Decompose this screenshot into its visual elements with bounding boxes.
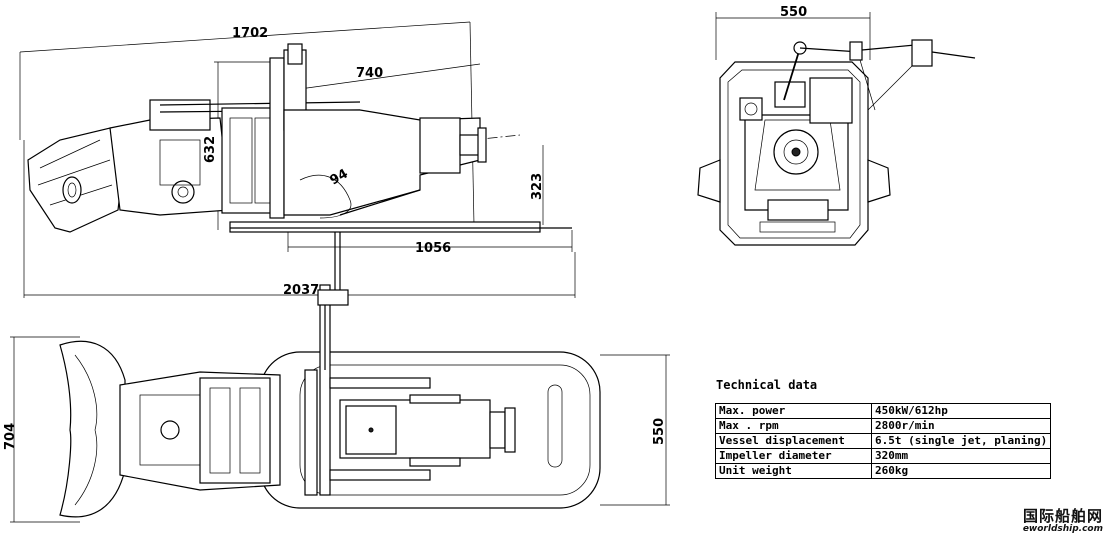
technical-data-title: Technical data [716, 378, 818, 392]
watermark-logo: 国际船舶网 eworldship.com [980, 508, 1103, 534]
table-row: Max. power 450kW/612hp [715, 403, 1052, 419]
table-row: Max . rpm 2800r/min [715, 418, 1052, 434]
dim-323: 323 [530, 173, 545, 200]
watermark-en: eworldship.com [1022, 524, 1103, 534]
dim-632: 632 [203, 136, 218, 163]
spec-value: 6.5t (single jet, planing) [870, 433, 1052, 449]
spec-label: Unit weight [715, 463, 872, 479]
table-row: Vessel displacement 6.5t (single jet, pl… [715, 433, 1052, 449]
spec-label: Max . rpm [715, 418, 872, 434]
dim-1056: 1056 [415, 241, 451, 256]
spec-value: 2800r/min [870, 418, 1052, 434]
technical-data-table: Max. power 450kW/612hp Max . rpm 2800r/m… [715, 403, 1052, 479]
table-row: Unit weight 260kg [715, 463, 1052, 479]
watermark-cn: 国际船舶网 [1022, 507, 1103, 525]
dim-740: 740 [356, 66, 383, 81]
front-view [697, 12, 976, 246]
spec-value: 260kg [870, 463, 1052, 479]
dim-top-550: 550 [652, 418, 667, 445]
spec-label: Max. power [715, 403, 872, 419]
spec-label: Impeller diameter [715, 448, 872, 464]
table-row: Impeller diameter 320mm [715, 448, 1052, 464]
top-view [10, 284, 670, 523]
dim-1702: 1702 [232, 26, 268, 41]
side-view [19, 21, 576, 298]
dim-top-704: 704 [3, 423, 18, 450]
dim-front-550: 550 [780, 5, 807, 20]
spec-label: Vessel displacement [715, 433, 872, 449]
dim-2037: 2037 [283, 283, 319, 298]
spec-value: 320mm [870, 448, 1052, 464]
spec-value: 450kW/612hp [870, 403, 1052, 419]
